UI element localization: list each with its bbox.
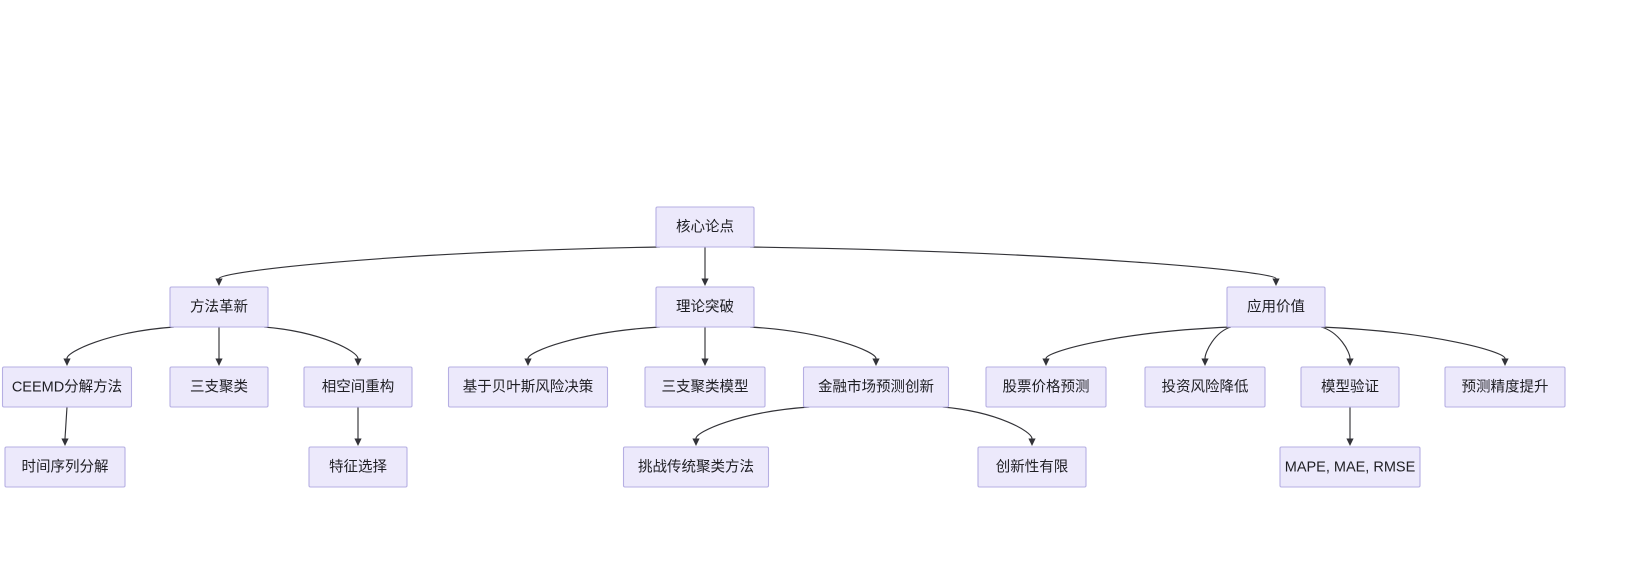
node-box	[1144, 366, 1266, 408]
node-label: 时间序列分解	[22, 458, 109, 475]
arrowhead-l1b	[701, 278, 709, 286]
node-l1c[interactable]: 应用价值	[1226, 286, 1326, 328]
node-box	[1444, 366, 1566, 408]
node-label: 理论突破	[676, 298, 734, 315]
node-label: 模型验证	[1321, 378, 1379, 395]
node-box	[1300, 366, 1400, 408]
node-l3b[interactable]: 特征选择	[308, 446, 408, 488]
node-l2f[interactable]: 金融市场预测创新	[802, 366, 950, 408]
node-l2i[interactable]: 模型验证	[1300, 366, 1400, 408]
arrowhead-l3e	[1346, 438, 1354, 446]
arrowhead-l2i	[1346, 358, 1354, 366]
node-label: 核心论点	[676, 218, 734, 235]
node-box	[802, 366, 950, 408]
node-label: 三支聚类模型	[662, 378, 749, 395]
arrowhead-l2g	[1042, 358, 1050, 366]
arrowhead-l1c	[1272, 278, 1280, 286]
node-box	[977, 446, 1087, 488]
node-l1a[interactable]: 方法革新	[169, 286, 269, 328]
node-label: 金融市场预测创新	[818, 378, 934, 395]
edge-l1b-to-l2d	[527, 326, 660, 359]
node-box	[1, 366, 133, 408]
node-box	[308, 446, 408, 488]
node-label: 挑战传统聚类方法	[638, 458, 754, 475]
edge-l1c-to-l2j	[1321, 326, 1506, 359]
arrowhead-l2b	[215, 358, 223, 366]
node-label: 三支聚类	[190, 378, 248, 395]
node-l2c[interactable]: 相空间重构	[303, 366, 413, 408]
node-box	[1226, 286, 1326, 328]
node-l2g[interactable]: 股票价格预测	[985, 366, 1107, 408]
node-box	[655, 286, 755, 328]
node-l2h[interactable]: 投资风险降低	[1144, 366, 1266, 408]
node-label: 预测精度提升	[1462, 378, 1549, 395]
edge-l1a-to-l2a	[66, 326, 174, 359]
node-box	[622, 446, 770, 488]
node-box	[169, 366, 269, 408]
arrowhead-l2c	[354, 358, 362, 366]
node-label: 股票价格预测	[1003, 378, 1090, 395]
edge-l2f-to-l3c	[695, 406, 810, 439]
node-label: 投资风险降低	[1162, 378, 1249, 395]
edge-root-to-l1a	[218, 246, 660, 280]
node-root[interactable]: 核心论点	[655, 206, 755, 248]
edge-l1c-to-l2i	[1320, 326, 1351, 359]
node-box	[4, 446, 126, 488]
node-l1b[interactable]: 理论突破	[655, 286, 755, 328]
node-box	[644, 366, 766, 408]
node-box	[655, 206, 755, 248]
node-l3c[interactable]: 挑战传统聚类方法	[622, 446, 770, 488]
edge-l1c-to-l2h	[1204, 326, 1232, 359]
arrowhead-l2h	[1201, 358, 1209, 366]
node-l2j[interactable]: 预测精度提升	[1444, 366, 1566, 408]
edge-layer	[61, 246, 1509, 446]
node-box	[447, 366, 609, 408]
arrowhead-l1a	[215, 278, 223, 286]
node-label: 创新性有限	[996, 458, 1069, 475]
node-label: CEEMD分解方法	[12, 378, 122, 395]
node-label: 特征选择	[329, 458, 387, 475]
node-l2d[interactable]: 基于贝叶斯风险决策	[447, 366, 609, 408]
node-label: 方法革新	[190, 298, 248, 315]
arrowhead-l2a	[63, 358, 71, 366]
arrowhead-l3d	[1028, 438, 1036, 446]
arrowhead-l3b	[354, 438, 362, 446]
node-box	[303, 366, 413, 408]
arrowhead-l2j	[1501, 358, 1509, 366]
node-label: 应用价值	[1247, 297, 1305, 315]
node-l3a[interactable]: 时间序列分解	[4, 446, 126, 488]
node-label: MAPE, MAE, RMSE	[1285, 459, 1416, 475]
arrowhead-l2f	[872, 358, 880, 366]
edge-l2a-to-l3a	[64, 406, 68, 439]
arrowhead-l3c	[692, 438, 700, 446]
node-l2b[interactable]: 三支聚类	[169, 366, 269, 408]
edge-l1b-to-l2f	[750, 326, 877, 359]
edge-root-to-l1c	[750, 246, 1277, 280]
arrowhead-l2d	[524, 358, 532, 366]
arrowhead-l2e	[701, 358, 709, 366]
node-label: 基于贝叶斯风险决策	[463, 378, 594, 395]
node-l3e[interactable]: MAPE, MAE, RMSE	[1279, 446, 1421, 488]
arrowhead-l3a	[61, 438, 69, 446]
edge-l1c-to-l2g	[1045, 326, 1231, 359]
node-box	[985, 366, 1107, 408]
node-l3d[interactable]: 创新性有限	[977, 446, 1087, 488]
edge-l2f-to-l3d	[942, 406, 1033, 439]
edge-l1a-to-l2c	[264, 326, 359, 359]
node-l2e[interactable]: 三支聚类模型	[644, 366, 766, 408]
node-box	[1279, 446, 1421, 488]
node-label: 相空间重构	[322, 378, 395, 395]
node-box	[169, 286, 269, 328]
node-l2a[interactable]: CEEMD分解方法	[1, 366, 133, 408]
